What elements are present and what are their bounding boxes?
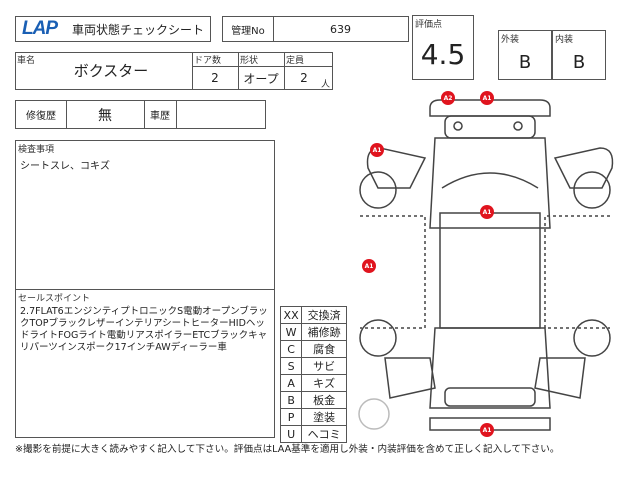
legend-code: XX	[279, 306, 303, 324]
legend-meaning: 補修跡	[301, 323, 347, 341]
control-no-value: 639	[330, 22, 351, 36]
exterior-value: B	[518, 51, 532, 73]
legend-meaning: 板金	[301, 391, 347, 409]
doors-value: 2	[211, 71, 219, 85]
score-box: 評価点 4.5	[412, 15, 474, 80]
sales-text: 2.7FLAT6エンジンティプトロニックS電動オープンブラックTOPブラックレザ…	[20, 306, 268, 353]
damage-marker: A1	[480, 423, 494, 437]
sales-box: セールスポイント 2.7FLAT6エンジンティプトロニックS電動オープンブラック…	[15, 289, 275, 438]
inspection-box: 検査事項 シートスレ、コキズ	[15, 140, 275, 291]
capacity-label: 定員	[286, 56, 305, 66]
damage-marker: A1	[362, 259, 376, 273]
vehicle-history-value	[176, 101, 265, 128]
title-box: LAP 車両状態チェックシート	[15, 16, 211, 42]
legend-code: A	[279, 374, 303, 392]
score-label: 評価点	[415, 20, 443, 30]
sales-label: セールスポイント	[18, 294, 91, 304]
legend-code: C	[279, 340, 303, 358]
vehicle-name-label: 車名	[17, 56, 36, 66]
footer-note: ※撮影を前提に大きく読みやすく記入して下さい。評価点はLAA基準を適用し外装・内…	[15, 444, 560, 455]
legend-code: B	[279, 391, 303, 409]
history-box: 修復歴 無 車歴	[15, 100, 266, 129]
legend-meaning: キズ	[301, 374, 347, 392]
car-diagram	[358, 99, 614, 431]
sheet-title: 車両状態チェックシート	[72, 23, 205, 37]
repair-value: 無	[98, 107, 112, 124]
exterior-label: 外装	[501, 35, 520, 45]
damage-marker: A1	[370, 143, 384, 157]
control-no-label: 管理No	[231, 25, 265, 37]
doors-label: ドア数	[194, 56, 222, 66]
legend-code: W	[279, 323, 303, 341]
vehicle-box: 車名 ボクスター ドア数 形状 定員 2 オープ 2 人	[15, 52, 333, 90]
legend-meaning: 交換済	[301, 306, 347, 324]
vehicle-history-label: 車歴	[150, 111, 170, 122]
capacity-value: 2	[300, 71, 308, 85]
body-value: オープ	[243, 71, 279, 86]
damage-marker: A2	[441, 91, 455, 105]
exterior-box: 外装 B	[498, 30, 552, 80]
interior-value: B	[572, 51, 586, 73]
capacity-unit: 人	[321, 80, 331, 90]
damage-marker: A1	[480, 91, 494, 105]
legend-code: U	[279, 425, 303, 443]
legend-meaning: 塗装	[301, 408, 347, 426]
vehicle-name: ボクスター	[73, 61, 149, 80]
legend-meaning: ヘコミ	[301, 425, 347, 443]
legend-code: P	[279, 408, 303, 426]
legend-meaning: 腐食	[301, 340, 347, 358]
interior-label: 内装	[555, 35, 574, 45]
inspection-label: 検査事項	[18, 145, 55, 155]
inspection-text: シートスレ、コキズ	[20, 161, 110, 172]
control-no-box: 管理No 639	[222, 16, 409, 42]
interior-box: 内装 B	[552, 30, 606, 80]
body-label: 形状	[240, 56, 259, 66]
repair-label: 修復歴	[26, 111, 56, 122]
score-value: 4.5	[420, 37, 466, 71]
lap-logo: LAP	[22, 18, 58, 39]
damage-marker: A1	[480, 205, 494, 219]
legend-code: S	[279, 357, 303, 375]
legend-meaning: サビ	[301, 357, 347, 375]
